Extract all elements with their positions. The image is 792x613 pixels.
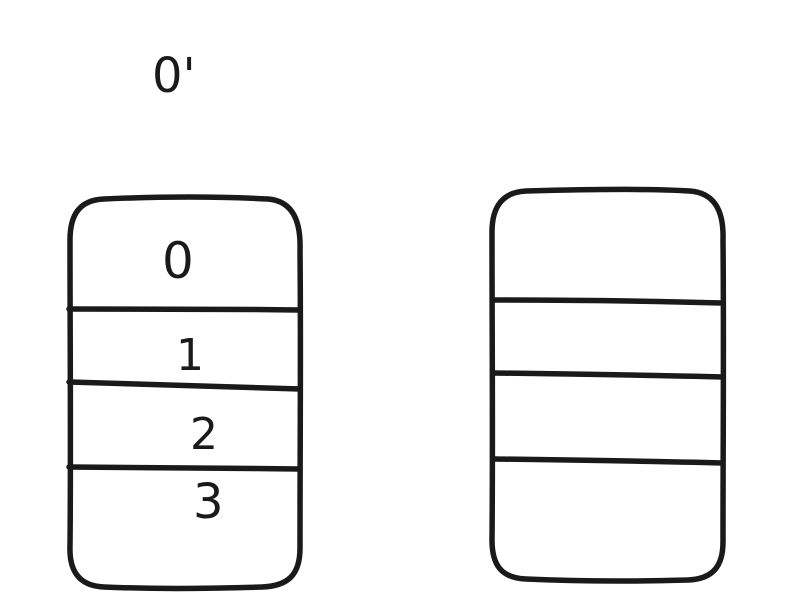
left-stack-divider-1 xyxy=(66,306,301,313)
right-stack-divider-3 xyxy=(491,456,725,466)
left-cell-3: 3 xyxy=(193,474,224,530)
right-stack-divider-1 xyxy=(491,297,725,306)
left-cell-2: 2 xyxy=(190,409,218,460)
left-cell-0: 0 xyxy=(162,232,194,290)
left-stack-divider-2 xyxy=(66,379,303,392)
left-cell-1: 1 xyxy=(176,330,204,381)
left-stack: 0 1 2 3 xyxy=(66,194,304,592)
right-stack-divider-2 xyxy=(491,370,725,380)
left-stack-divider-3 xyxy=(66,464,301,472)
right-stack xyxy=(489,186,727,584)
top-label: 0' xyxy=(152,48,196,104)
right-stack-outline xyxy=(489,186,727,584)
left-stack-outline xyxy=(67,194,304,592)
